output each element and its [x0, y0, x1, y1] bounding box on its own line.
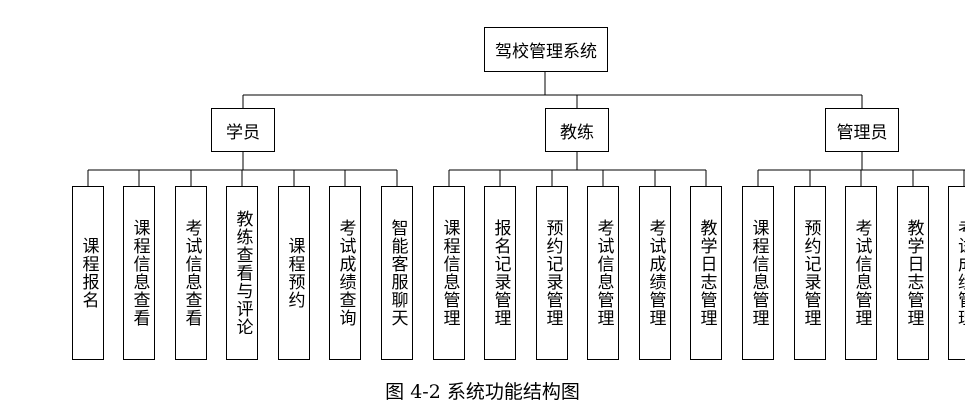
- leaf-label: 课程信息管理: [748, 219, 769, 327]
- leaf-label: 课程信息查看: [129, 219, 150, 327]
- group-node-coach: 教练: [545, 108, 609, 152]
- leaf-node: 考试成绩查询: [329, 186, 361, 360]
- group-label: 学员: [226, 122, 260, 143]
- leaf-label: 智能客服聊天: [387, 219, 408, 327]
- group-node-student: 学员: [211, 108, 275, 152]
- group-label: 教练: [560, 122, 594, 143]
- leaf-label: 报名记录管理: [490, 219, 511, 327]
- leaf-label: 考试信息管理: [593, 219, 614, 327]
- leaf-label: 考试成绩管理: [645, 219, 666, 327]
- leaf-label: 预约记录管理: [800, 219, 821, 327]
- leaf-node: 课程信息管理: [433, 186, 465, 360]
- leaf-node: 考试信息管理: [845, 186, 877, 360]
- leaf-label: 教练查看与评论: [232, 210, 253, 336]
- leaf-node: 考试信息查看: [175, 186, 207, 360]
- leaf-node: 考试信息管理: [587, 186, 619, 360]
- leaf-node: 教练查看与评论: [226, 186, 258, 360]
- leaf-node: 教学日志管理: [897, 186, 929, 360]
- root-node: 驾校管理系统: [484, 27, 608, 72]
- leaf-node: 课程预约: [278, 186, 310, 360]
- leaf-label: 教学日志管理: [696, 219, 717, 327]
- leaf-node: 课程信息管理: [742, 186, 774, 360]
- leaf-node: 智能客服聊天: [381, 186, 413, 360]
- leaf-label: 考试信息管理: [851, 219, 872, 327]
- leaf-node: 课程报名: [72, 186, 104, 360]
- leaf-label: 教学日志管理: [903, 219, 924, 327]
- leaf-node: 预约记录管理: [536, 186, 568, 360]
- leaf-node: 课程信息查看: [123, 186, 155, 360]
- leaf-label: 课程报名: [78, 237, 99, 309]
- leaf-node: 考试成绩管理: [639, 186, 671, 360]
- leaf-node: 教学日志管理: [690, 186, 722, 360]
- leaf-label: 考试成绩查询: [335, 219, 356, 327]
- leaf-node: 报名记录管理: [484, 186, 516, 360]
- root-label: 驾校管理系统: [495, 42, 597, 62]
- leaf-node: 考试成绩管理: [948, 186, 965, 360]
- group-label: 管理员: [836, 122, 888, 143]
- figure-caption: 图 4-2 系统功能结构图: [385, 381, 580, 403]
- leaf-label: 预约记录管理: [542, 219, 563, 327]
- group-node-admin: 管理员: [825, 108, 899, 152]
- leaf-label: 课程信息管理: [439, 219, 460, 327]
- leaf-label: 考试成绩管理: [954, 219, 965, 327]
- leaf-label: 考试信息查看: [181, 219, 202, 327]
- leaf-node: 预约记录管理: [794, 186, 826, 360]
- leaf-label: 课程预约: [284, 237, 305, 309]
